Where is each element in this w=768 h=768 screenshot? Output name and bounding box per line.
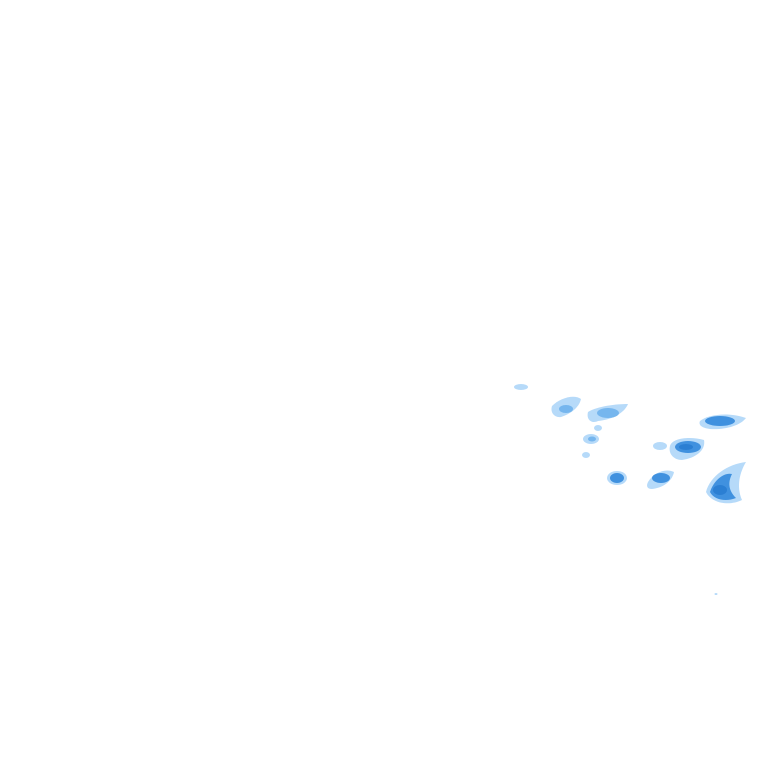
echo-cell-2-core [559,405,573,413]
echo-cell-3 [587,404,628,422]
echo-cell-9-center [713,485,727,495]
echo-cell-9 [706,462,746,504]
echo-cell-4-d [588,436,596,442]
echo-cell-7-center [679,444,693,450]
echo-cell-8 [699,414,746,430]
echo-cell-7 [653,438,705,460]
echo-cell-4-b [582,452,590,458]
echo-cell-7-halo [653,442,667,450]
echo-cell-1-outer [514,384,528,390]
echo-cell-1 [514,384,528,390]
echo-cell-6-core [652,473,670,483]
echo-cell-10-outer [714,593,718,595]
echo-cell-5-core [610,473,624,483]
echo-cell-4 [582,425,602,458]
echo-cell-4-c [594,425,602,431]
echo-cell-10 [714,593,718,595]
echo-cell-3-core [597,408,619,418]
echo-cell-5 [607,471,627,485]
echo-cell-8-core [705,416,735,426]
echo-cell-6 [647,470,674,489]
echo-cell-2 [551,396,581,418]
